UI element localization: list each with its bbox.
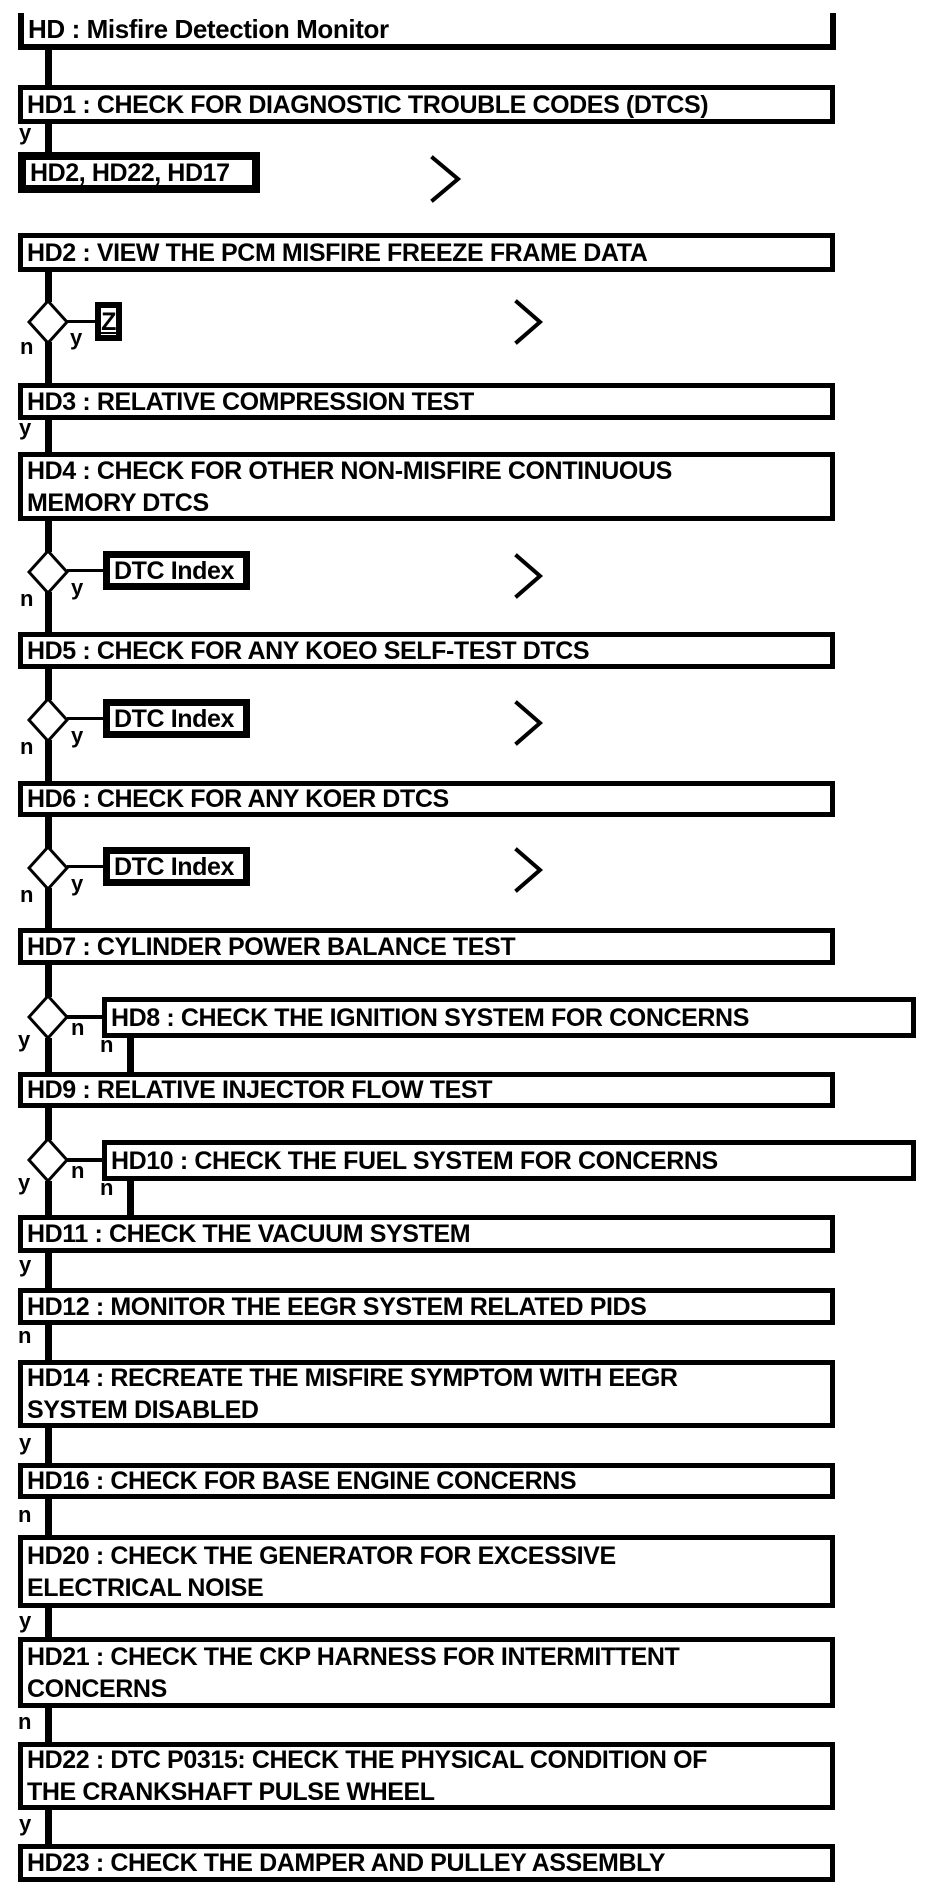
branch-label-no-hd16: n xyxy=(18,1502,32,1527)
step-box-hd9[interactable]: HD9 : RELATIVE INJECTOR FLOW TEST xyxy=(18,1072,835,1108)
flowchart-title: HD : Misfire Detection Monitor xyxy=(18,13,836,50)
decision-diamond-hd5 xyxy=(26,696,70,744)
connector-hd8-hd9-drop xyxy=(127,1036,134,1072)
dtc-index-link-1[interactable]: DTC Index xyxy=(103,551,250,590)
connector-hd5-diamond xyxy=(45,668,52,700)
connector-hd16-hd20 xyxy=(45,1499,52,1535)
connector-hd22-hd23 xyxy=(45,1810,52,1844)
dtc-index-link-2[interactable]: DTC Index xyxy=(103,699,250,738)
offpage-z-link[interactable]: Z xyxy=(95,302,122,341)
branch-label-no-hd2: n xyxy=(20,334,34,359)
branch-label-yes-hd7: y xyxy=(18,1027,31,1052)
step-box-hd16[interactable]: HD16 : CHECK FOR BASE ENGINE CONCERNS xyxy=(18,1463,835,1499)
step-box-hd1[interactable]: HD1 : CHECK FOR DIAGNOSTIC TROUBLE CODES… xyxy=(18,85,835,124)
step-box-hd12[interactable]: HD12 : MONITOR THE EEGR SYSTEM RELATED P… xyxy=(18,1288,835,1325)
connector-title-hd1 xyxy=(45,50,52,85)
continue-chevron-icon-4[interactable] xyxy=(514,700,544,746)
branch-label-yes-hd9: y xyxy=(18,1170,31,1195)
branch-label-yes-hd6: y xyxy=(71,871,84,896)
connector-diamond-hd10 xyxy=(66,1158,102,1162)
branch-label-no-hd4: n xyxy=(20,586,34,611)
branch-label-no-hd12: n xyxy=(18,1323,32,1348)
connector-hd6-diamond xyxy=(45,817,52,849)
step-box-hd6[interactable]: HD6 : CHECK FOR ANY KOER DTCS xyxy=(18,781,835,817)
decision-diamond-hd9 xyxy=(26,1136,70,1184)
step-box-hd11[interactable]: HD11 : CHECK THE VACUUM SYSTEM xyxy=(18,1215,835,1253)
branch-label-yes-hd5: y xyxy=(71,723,84,748)
branch-label-no-hd9: n xyxy=(71,1158,85,1183)
step-box-hd2[interactable]: HD2 : VIEW THE PCM MISFIRE FREEZE FRAME … xyxy=(18,233,835,272)
continue-chevron-icon-3[interactable] xyxy=(514,553,544,599)
decision-diamond-hd4 xyxy=(26,548,70,596)
step-box-hd21[interactable]: HD21 : CHECK THE CKP HARNESS FOR INTERMI… xyxy=(18,1637,835,1708)
connector-diamond-dtc3 xyxy=(67,865,103,868)
branch-label-yes-hd1: y xyxy=(19,120,32,145)
branch-label-yes-hd11: y xyxy=(19,1252,32,1277)
dtc-index-link-3[interactable]: DTC Index xyxy=(103,847,250,886)
branch-label-no-hd5: n xyxy=(20,734,34,759)
decision-diamond-hd6 xyxy=(26,844,70,892)
decision-diamond-hd2 xyxy=(26,298,70,346)
connector-hd12-hd14 xyxy=(45,1325,52,1360)
branch-label-yes-hd22: y xyxy=(19,1811,32,1836)
continue-chevron-icon-2[interactable] xyxy=(514,299,544,345)
connector-diamond-dtc1 xyxy=(67,569,103,572)
step-box-hd3[interactable]: HD3 : RELATIVE COMPRESSION TEST xyxy=(18,383,835,420)
connector-hd14-hd16 xyxy=(45,1428,52,1463)
step-box-hd23[interactable]: HD23 : CHECK THE DAMPER AND PULLEY ASSEM… xyxy=(18,1844,835,1882)
step-box-hd5[interactable]: HD5 : CHECK FOR ANY KOEO SELF-TEST DTCS xyxy=(18,632,835,669)
branch-label-no-hd8: n xyxy=(100,1032,114,1057)
connector-diamond-hd8 xyxy=(66,1015,102,1019)
connector-diamond-hd5 xyxy=(45,592,52,632)
branch-label-no-hd6: n xyxy=(20,882,34,907)
connector-diamond-hd11 xyxy=(45,1181,52,1215)
step-box-hd10[interactable]: HD10 : CHECK THE FUEL SYSTEM FOR CONCERN… xyxy=(102,1140,916,1181)
step-box-hd22[interactable]: HD22 : DTC P0315: CHECK THE PHYSICAL CON… xyxy=(18,1742,835,1810)
connector-hd4-diamond xyxy=(45,521,52,552)
decision-diamond-hd7 xyxy=(26,993,70,1041)
connector-hd2-diamond xyxy=(45,272,52,302)
connector-hd3-hd4 xyxy=(45,420,52,452)
step-box-hd7[interactable]: HD7 : CYLINDER POWER BALANCE TEST xyxy=(18,928,835,965)
branch-label-no-hd10: n xyxy=(100,1175,114,1200)
branch-label-yes-hd3: y xyxy=(19,415,32,440)
step-box-hd14[interactable]: HD14 : RECREATE THE MISFIRE SYMPTOM WITH… xyxy=(18,1360,835,1428)
step-box-hd4[interactable]: HD4 : CHECK FOR OTHER NON-MISFIRE CONTIN… xyxy=(18,452,835,521)
connector-hd1-goto xyxy=(45,124,52,152)
connector-diamond-dtc2 xyxy=(67,717,103,720)
continue-chevron-icon-1[interactable] xyxy=(430,155,462,203)
connector-diamond-hd7 xyxy=(45,888,52,928)
branch-label-yes-hd2: y xyxy=(70,325,83,350)
goto-reference-box-hd2-hd22-hd17[interactable]: HD2, HD22, HD17 xyxy=(18,152,260,193)
connector-diamond-zref xyxy=(67,320,95,323)
continue-chevron-icon-5[interactable] xyxy=(514,847,544,893)
connector-diamond-hd9 xyxy=(45,1038,52,1072)
step-box-hd8[interactable]: HD8 : CHECK THE IGNITION SYSTEM FOR CONC… xyxy=(102,997,916,1038)
branch-label-yes-hd4: y xyxy=(71,575,84,600)
connector-hd7-diamond xyxy=(45,965,52,997)
branch-label-yes-hd20: y xyxy=(19,1608,32,1633)
branch-label-no-hd7: n xyxy=(71,1015,85,1040)
branch-label-no-hd21: n xyxy=(18,1709,32,1734)
branch-label-yes-hd14: y xyxy=(19,1430,32,1455)
connector-diamond-hd3 xyxy=(45,342,52,383)
connector-hd9-diamond xyxy=(45,1107,52,1140)
step-box-hd20[interactable]: HD20 : CHECK THE GENERATOR FOR EXCESSIVE… xyxy=(18,1535,835,1608)
connector-hd10-hd11-drop xyxy=(127,1179,134,1215)
connector-hd21-hd22 xyxy=(45,1708,52,1742)
connector-hd20-hd21 xyxy=(45,1608,52,1637)
connector-hd11-hd12 xyxy=(45,1253,52,1288)
connector-diamond-hd6 xyxy=(45,740,52,781)
